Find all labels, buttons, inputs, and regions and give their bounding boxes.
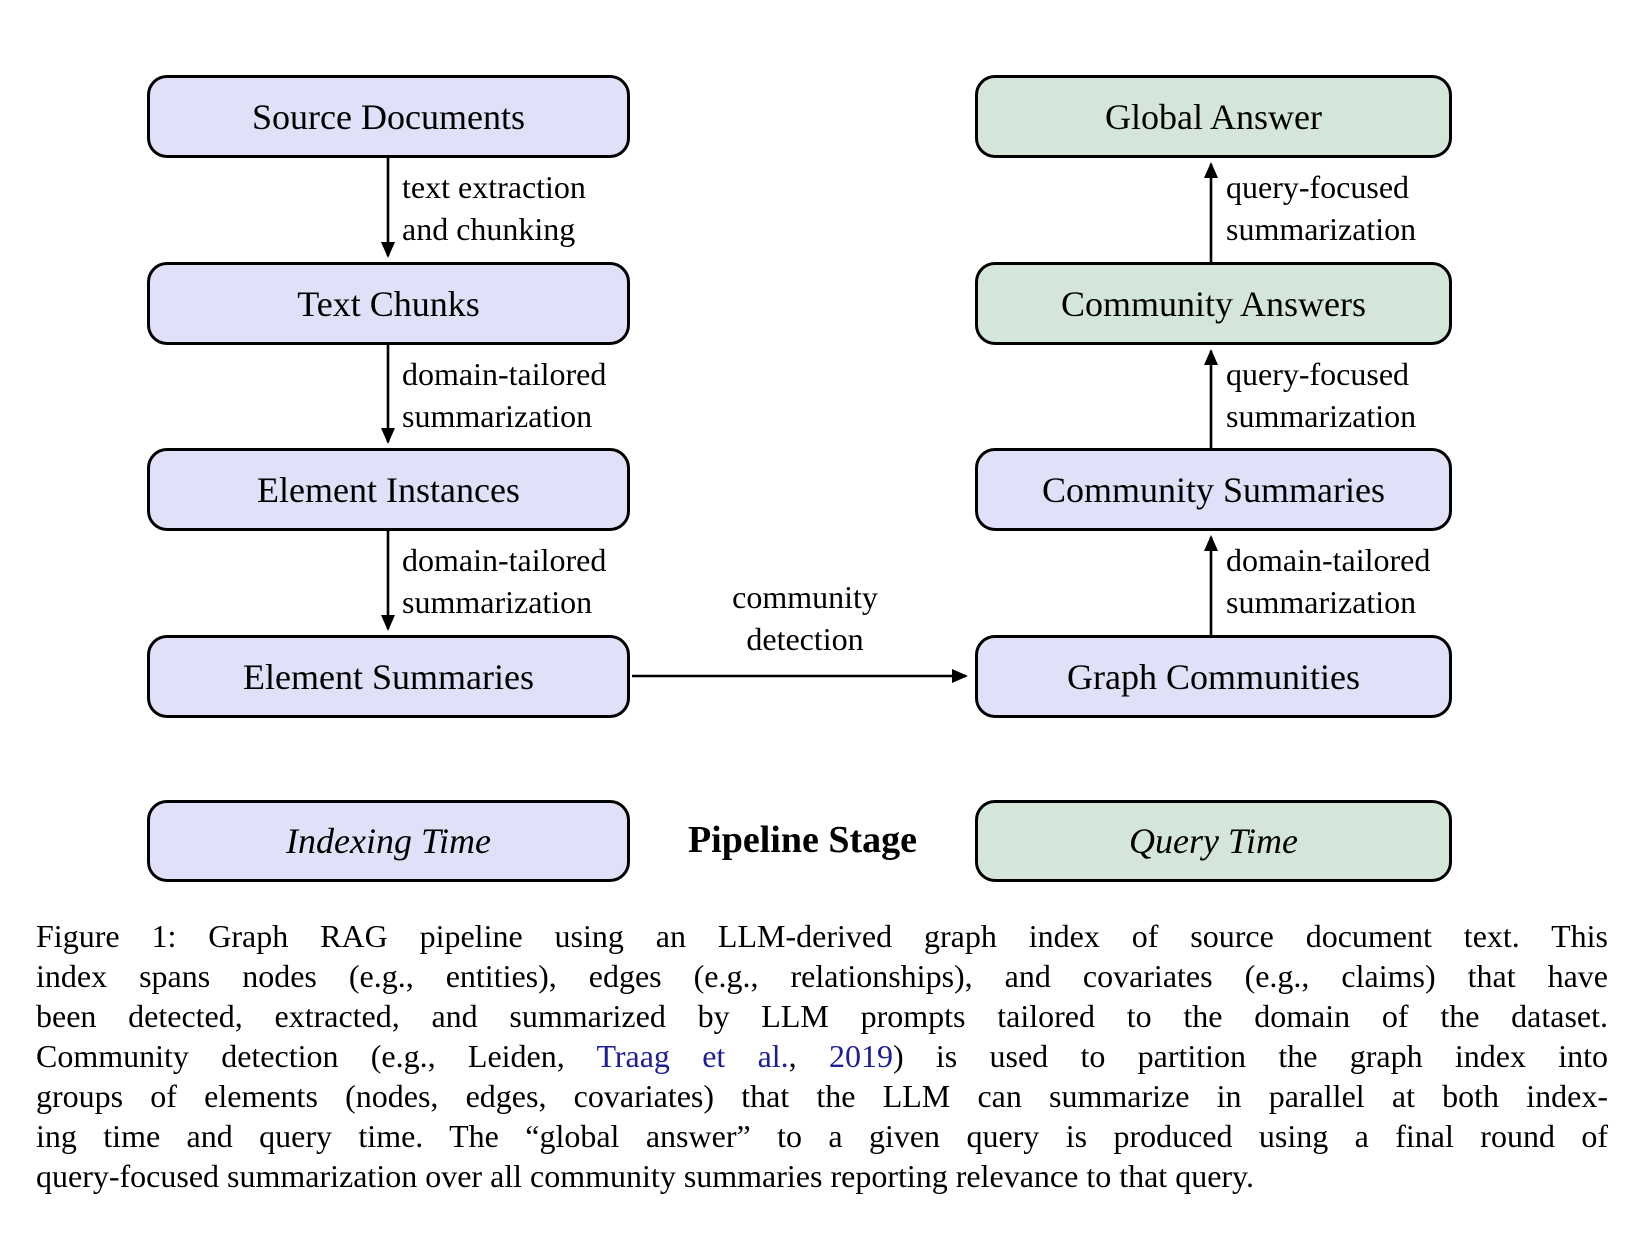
citation-link-year[interactable]: 2019 [828, 1038, 893, 1074]
legend-label: Query Time [1129, 821, 1298, 861]
figure-caption: Figure 1: Graph RAG pipeline using an LL… [36, 916, 1608, 1196]
caption-line: ing time and query time. The “global ans… [36, 1118, 1608, 1154]
caption-line: index spans nodes (e.g., entities), edge… [36, 958, 1608, 994]
caption-line-with-citation: Community detection (e.g., Leiden, Traag… [36, 1036, 1608, 1076]
legend-pipeline-stage-label: Pipeline Stage [630, 818, 975, 862]
caption-text: Community detection (e.g., Leiden, [36, 1038, 597, 1074]
edge-label-line: query-focused [1226, 169, 1410, 205]
edge-label-line: summarization [402, 398, 593, 434]
node-graph-communities: Graph Communities [975, 635, 1452, 718]
edge-label-line: domain-tailored [402, 356, 607, 392]
edge-label-line: text extraction [402, 169, 586, 205]
node-community-answers: Community Answers [975, 262, 1452, 345]
edge-label-line: summarization [402, 584, 593, 620]
edge-label-domain-tailored-1: domain-tailored summarization [402, 353, 606, 437]
edge-label-query-focused-1: query-focused summarization [1226, 166, 1416, 250]
edge-label-line: detection [746, 621, 864, 657]
caption-line: been detected, extracted, and summarized… [36, 998, 1608, 1034]
edge-label-line: summarization [1226, 398, 1417, 434]
edge-label-line: domain-tailored [402, 542, 607, 578]
node-global-answer: Global Answer [975, 75, 1452, 158]
edge-label-query-focused-2: query-focused summarization [1226, 353, 1416, 437]
edge-label-text-extraction: text extraction and chunking [402, 166, 586, 250]
node-label: Graph Communities [1067, 656, 1360, 697]
edge-label-line: community [732, 579, 878, 615]
caption-line: groups of elements (nodes, edges, covari… [36, 1078, 1608, 1114]
edge-label-domain-tailored-3: domain-tailored summarization [1226, 539, 1430, 623]
edge-label-line: and chunking [402, 211, 576, 247]
node-source-documents: Source Documents [147, 75, 630, 158]
node-label: Community Answers [1060, 283, 1366, 324]
caption-text: , [788, 1038, 829, 1074]
legend-query-time-box: Query Time [975, 800, 1452, 882]
node-element-summaries: Element Summaries [147, 635, 630, 718]
edge-label-line: summarization [1226, 211, 1417, 247]
citation-link-traag[interactable]: Traag et al. [596, 1038, 789, 1074]
caption-line: Figure 1: Graph RAG pipeline using an LL… [36, 918, 1608, 954]
legend-label: Indexing Time [286, 821, 491, 861]
edge-label-community-detection: community detection [645, 576, 965, 660]
edge-label-line: summarization [1226, 584, 1417, 620]
node-label: Element Instances [257, 469, 520, 510]
node-label: Element Summaries [243, 656, 534, 697]
edge-label-line: domain-tailored [1226, 542, 1431, 578]
caption-line: query-focused summarization over all com… [36, 1158, 1254, 1194]
node-element-instances: Element Instances [147, 448, 630, 531]
edge-label-line: query-focused [1226, 356, 1410, 392]
node-label: Source Documents [252, 96, 525, 137]
node-community-summaries: Community Summaries [975, 448, 1452, 531]
node-label: Global Answer [1105, 96, 1322, 137]
legend-indexing-time-box: Indexing Time [147, 800, 630, 882]
caption-text: ) is used to partition the graph index i… [892, 1038, 1608, 1074]
edge-label-domain-tailored-2: domain-tailored summarization [402, 539, 606, 623]
node-label: Community Summaries [1041, 469, 1385, 510]
node-label: Text Chunks [297, 283, 480, 324]
legend-label: Pipeline Stage [687, 819, 918, 861]
node-text-chunks: Text Chunks [147, 262, 630, 345]
